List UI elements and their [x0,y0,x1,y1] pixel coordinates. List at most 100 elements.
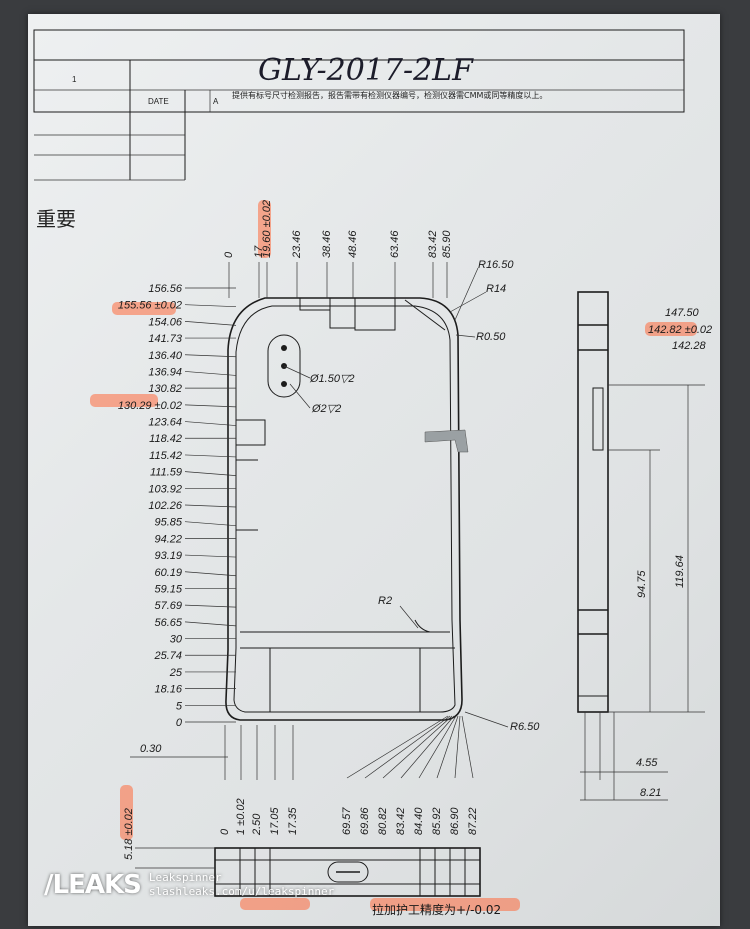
svg-text:5.18 ±0.02: 5.18 ±0.02 [123,808,135,860]
dimension-label: 130.82 [148,383,182,395]
svg-text:142.28: 142.28 [672,340,707,352]
dimension-label: 83.42 [395,807,407,835]
leader-line [418,715,457,779]
dimension-label: 25 [169,667,183,679]
leader-line [364,715,451,779]
dimension-label: 0 [223,251,235,258]
offset-dimension: 0.30 [130,743,228,758]
watermark: /LEAKS Leakspinner slashleaks.com/u/leak… [44,870,334,900]
dimension-label: 87.22 [467,807,479,835]
leader-line [454,715,461,779]
dimension-label: 102.26 [148,500,183,512]
side-view: 119.64 94.75 147.50 142.82 ±0.02 142.28 … [577,291,712,801]
radius-labels: R16.50 R14 R0.50 R2 R6.50 [378,259,540,733]
dimension-label: 155.56 ±0.02 [118,300,182,312]
bottom-view: 5.18 ±0.02 拉加护工精度为+/-0.02 [123,808,501,917]
dimension-label: 1 ±0.02 [235,798,247,835]
dimension-label: 156.56 [148,283,183,295]
dimension-label: 83.42 [427,230,439,258]
dimension-label: 103.92 [148,483,182,495]
drawing-sheet [28,14,720,926]
svg-text:0.30: 0.30 [140,743,162,755]
date-label: DATE [148,97,169,106]
dimension-label: 57.69 [154,600,182,612]
highlight [112,302,176,315]
dimension-label: 115.42 [149,450,182,462]
dimension-label: 95.85 [154,517,182,529]
dimension-label: 30 [170,634,183,646]
dimension-label: 17.35 [287,807,299,835]
svg-text:8.21: 8.21 [640,787,661,799]
dimension-label: 69.57 [341,807,353,835]
hole-callout: Ø2▽2 [311,403,341,415]
highlight [258,200,271,258]
dimension-label: 141.73 [148,333,183,345]
rev-number: 1 [72,75,77,84]
dimension-label: 19.60 ±0.02 [261,200,273,258]
highlight [120,785,133,840]
dimension-label: 86.90 [449,807,461,835]
title-block: 1 DATE A 提供有标号尺寸检测报告，报告需带有检测仪器编号，检测仪器需CM… [33,29,685,181]
tolerance-note: 拉加护工精度为+/-0.02 [372,902,501,917]
dimension-label: 154.06 [148,316,183,328]
leader-line [184,304,237,308]
svg-text:142.82 ±0.02: 142.82 ±0.02 [648,324,712,336]
leader-line [184,371,237,376]
dimension-label: 17.05 [269,807,281,835]
left-dimension-labels: 156.56 155.56 ±0.02 154.06 141.73 136.40 136.… [118,283,237,729]
svg-text:R0.50: R0.50 [476,331,506,343]
dimension-label: 2.50 [251,813,263,836]
note-letter: A [213,97,219,106]
dimension-label: 80.82 [377,807,389,835]
dimension-label: 0 [176,717,183,729]
svg-text:R14: R14 [486,283,506,295]
watermark-url: slashleaks.com/u/leakspinner [148,885,335,898]
handwritten-code: GLY-2017-2LF [258,53,474,88]
svg-text:R16.50: R16.50 [478,259,514,271]
dimension-label: 18.16 [154,684,182,696]
dimension-label: 17 [253,245,265,258]
svg-text:4.55: 4.55 [636,757,658,769]
dimension-label: 5 [176,700,183,712]
dimension-label: 84.40 [413,807,425,835]
dimension-label: 94.22 [154,533,182,545]
leader-line [461,715,474,779]
dimension-label: 23.46 [291,230,303,259]
highlight [370,898,520,911]
leader-line [184,471,237,476]
leader-line [436,715,459,779]
dimension-label: 136.40 [148,350,183,362]
dimension-label: 48.46 [347,230,359,258]
dimension-label: 25.74 [153,650,182,662]
leader-line [184,621,237,627]
leader-line [184,571,237,577]
leader-line [184,554,237,558]
svg-text:147.50: 147.50 [665,307,700,319]
highlight [90,394,158,407]
dimension-label: 130.29 ±0.02 [118,400,182,412]
dimension-label: 118.42 [149,433,182,445]
side-note: 重要 [36,207,76,231]
leader-line [382,715,453,779]
leaks-logo: /LEAKS [44,870,142,900]
leader-line [184,421,237,426]
dimension-label: 111.59 [150,467,182,479]
dimension-label: 0 [219,828,231,835]
highlight [240,898,310,910]
dimension-label: 93.19 [154,550,182,562]
leader-line [184,521,237,527]
dimension-label: 85.90 [441,230,453,258]
highlight [645,322,697,336]
dimension-label: 56.65 [154,617,182,629]
main-view: Ø1.50▽2 Ø2▽2 [225,297,469,721]
svg-text:R6.50: R6.50 [510,721,540,733]
dimension-label: 123.64 [148,417,182,429]
dimension-label: 69.86 [359,807,371,835]
dimension-label: 136.94 [148,366,182,378]
dimension-label: 59.15 [154,583,182,595]
bottom-dimension-labels-left: 0 1 ±0.02 2.50 17.05 17.35 [219,725,299,836]
leader-line [346,715,449,779]
leader-line [184,454,237,458]
